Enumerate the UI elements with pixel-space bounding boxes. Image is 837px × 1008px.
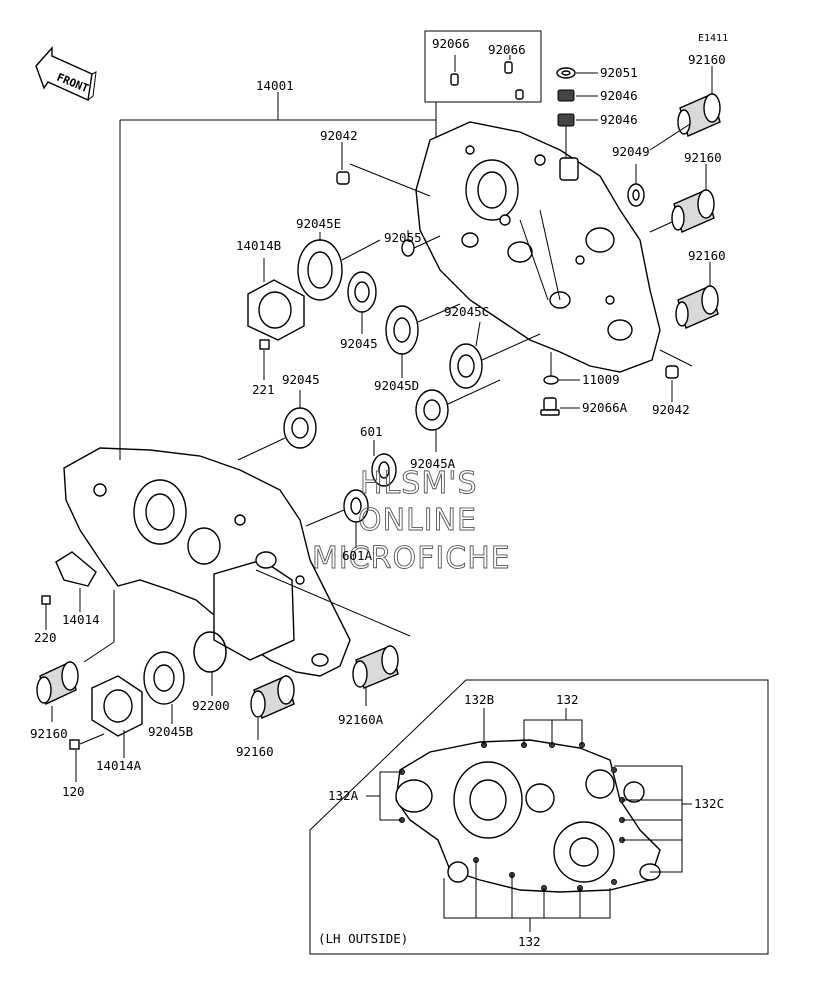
label-132B: 132B bbox=[464, 692, 494, 707]
oil-seal-601 bbox=[371, 440, 397, 487]
circlip-92055 bbox=[401, 230, 441, 257]
bearing-plate-14014 bbox=[55, 551, 97, 612]
bracket-14001 bbox=[119, 92, 437, 448]
label-14014A: 14014A bbox=[96, 758, 142, 773]
ball-bearing-92045D bbox=[385, 303, 461, 378]
label-92051: 92051 bbox=[600, 65, 638, 80]
bearing-plate-14014B bbox=[247, 258, 305, 341]
needle-bearing-92160-top bbox=[677, 66, 721, 137]
inset-caption: (LH OUTSIDE) bbox=[318, 931, 408, 946]
label-92045D: 92045D bbox=[374, 378, 419, 393]
diagram-id: E1411 bbox=[698, 33, 728, 44]
label-132-bot: 132 bbox=[518, 934, 541, 949]
needle-bearing-92160-l bbox=[36, 660, 79, 722]
label-92045-a: 92045 bbox=[340, 336, 378, 351]
label-92066-a: 92066 bbox=[432, 36, 470, 51]
label-221: 221 bbox=[252, 382, 275, 397]
label-92042-top: 92042 bbox=[320, 128, 358, 143]
bolt-220 bbox=[41, 595, 51, 630]
oil-seal-601A bbox=[305, 489, 369, 548]
label-14014: 14014 bbox=[62, 612, 100, 627]
label-92160-b: 92160 bbox=[236, 744, 274, 759]
bolt-120 bbox=[69, 733, 105, 782]
label-132A: 132A bbox=[328, 788, 359, 803]
label-92200: 92200 bbox=[192, 698, 230, 713]
ball-bearing-92045B bbox=[143, 651, 185, 724]
ball-bearing-92045C bbox=[449, 321, 541, 389]
watermark-line-1: HLSM'S bbox=[360, 466, 478, 501]
oil-seal-92051 bbox=[556, 67, 598, 79]
part-labels: 14001 92066 92066 92051 92046 92046 9216… bbox=[30, 36, 726, 949]
label-92046-b: 92046 bbox=[600, 112, 638, 127]
label-601: 601 bbox=[360, 424, 383, 439]
o-ring-92200 bbox=[193, 631, 227, 696]
watermark-line-3: MICROFICHE bbox=[312, 541, 511, 576]
needle-bearing-92160-b bbox=[250, 675, 295, 740]
label-92042-r: 92042 bbox=[652, 402, 690, 417]
dowel-pin-92042-top bbox=[336, 142, 431, 197]
label-132-top: 132 bbox=[556, 692, 579, 707]
oil-plug-11009 bbox=[543, 352, 580, 385]
ball-bearing-92045E bbox=[297, 232, 381, 301]
label-92045E: 92045E bbox=[296, 216, 341, 231]
needle-bearing-92160-mid bbox=[649, 164, 715, 233]
label-92066-b: 92066 bbox=[488, 42, 526, 57]
label-92046-a: 92046 bbox=[600, 88, 638, 103]
ball-bearing-92045A bbox=[415, 379, 501, 452]
label-92055: 92055 bbox=[384, 230, 422, 245]
crankcase-right-half bbox=[415, 121, 661, 373]
front-arrow-icon: FRONT bbox=[35, 46, 97, 102]
label-120: 120 bbox=[62, 784, 85, 799]
ball-bearing-92045-b bbox=[237, 390, 317, 461]
label-132C: 132C bbox=[694, 796, 724, 811]
needle-bearing-92160-r3 bbox=[675, 262, 719, 329]
dowel-pin-92042-r bbox=[659, 349, 693, 402]
label-92045A: 92045A bbox=[410, 456, 456, 471]
label-601A: 601A bbox=[342, 548, 373, 563]
label-92066A: 92066A bbox=[582, 400, 628, 415]
bolt-221 bbox=[259, 339, 270, 380]
watermark-line-2: ONLINE bbox=[358, 503, 477, 538]
needle-bearing-92046-b bbox=[557, 113, 598, 127]
label-92160-r3: 92160 bbox=[688, 248, 726, 263]
plug-92066A bbox=[540, 397, 580, 416]
label-92045C: 92045C bbox=[444, 304, 489, 319]
label-11009: 11009 bbox=[582, 372, 620, 387]
label-92049: 92049 bbox=[612, 144, 650, 159]
needle-bearing-92046-a bbox=[557, 89, 598, 102]
label-92045B: 92045B bbox=[148, 724, 193, 739]
label-92160-mid: 92160 bbox=[684, 150, 722, 165]
label-14001: 14001 bbox=[256, 78, 294, 93]
dowel-pin-92066-b bbox=[504, 55, 524, 100]
dowel-pin-92066-a bbox=[450, 55, 459, 86]
label-14014B: 14014B bbox=[236, 238, 281, 253]
label-220: 220 bbox=[34, 630, 57, 645]
ball-bearing-92045-a bbox=[347, 271, 377, 334]
watermark: HLSM'S ONLINE MICROFICHE bbox=[312, 466, 511, 577]
crankcase-left-half bbox=[63, 447, 411, 677]
label-92045-b: 92045 bbox=[282, 372, 320, 387]
oil-seal-92049 bbox=[627, 123, 691, 207]
bearing-plate-14014A bbox=[91, 675, 143, 758]
needle-bearing-92160A bbox=[352, 645, 399, 706]
label-92160-top: 92160 bbox=[688, 52, 726, 67]
label-92160-l: 92160 bbox=[30, 726, 68, 741]
label-92160A: 92160A bbox=[338, 712, 384, 727]
inset-lh-outside bbox=[309, 679, 769, 955]
